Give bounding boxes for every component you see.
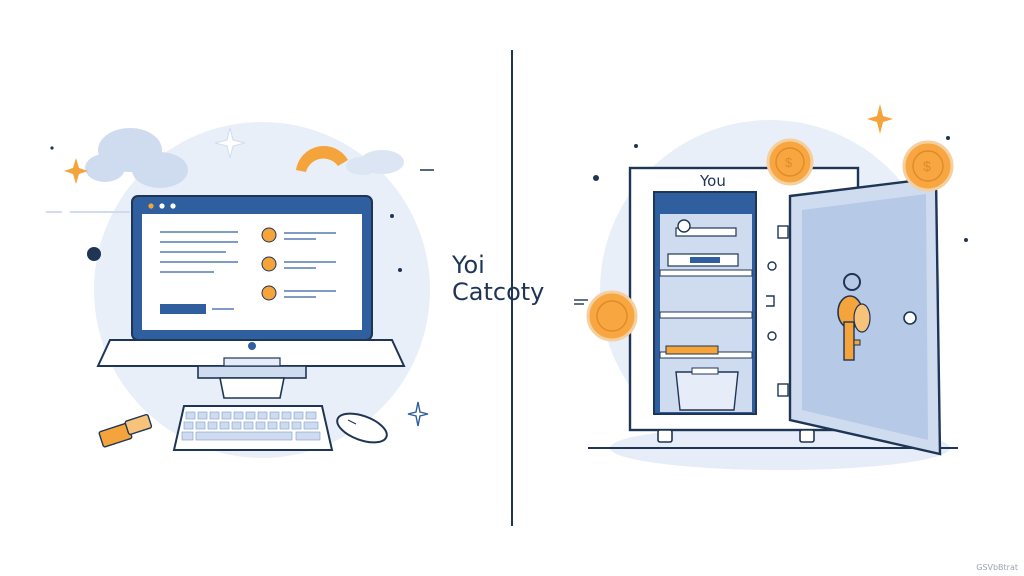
safe-icon (628, 166, 942, 456)
watermark: GSVbBtrat (976, 563, 1018, 572)
keyboard-icon (172, 405, 334, 451)
coin-symbol: $ (923, 158, 931, 174)
coin-icon (902, 140, 954, 192)
coin-icon (586, 290, 638, 342)
cloud-icon (85, 128, 188, 188)
dot-decoration (87, 247, 101, 261)
mouse-icon (336, 412, 388, 444)
card-icon (98, 413, 153, 448)
caption-line-2: Catcoty (452, 277, 545, 306)
coin-icon (766, 138, 814, 186)
cloud-icon (346, 150, 404, 175)
sparkle-icon (867, 104, 893, 134)
coin-symbol: $ (785, 155, 793, 170)
desktop-computer-icon (96, 195, 406, 399)
sun-icon (296, 145, 348, 172)
center-caption: Yoi Catcoty (452, 252, 544, 306)
caption-line-1: Yoi (452, 251, 485, 279)
safe-label: You (700, 172, 726, 190)
sparkle-icon (64, 158, 88, 184)
sparkle-icon (214, 127, 246, 159)
key-icon (837, 273, 871, 361)
sparkle-icon (407, 401, 429, 427)
